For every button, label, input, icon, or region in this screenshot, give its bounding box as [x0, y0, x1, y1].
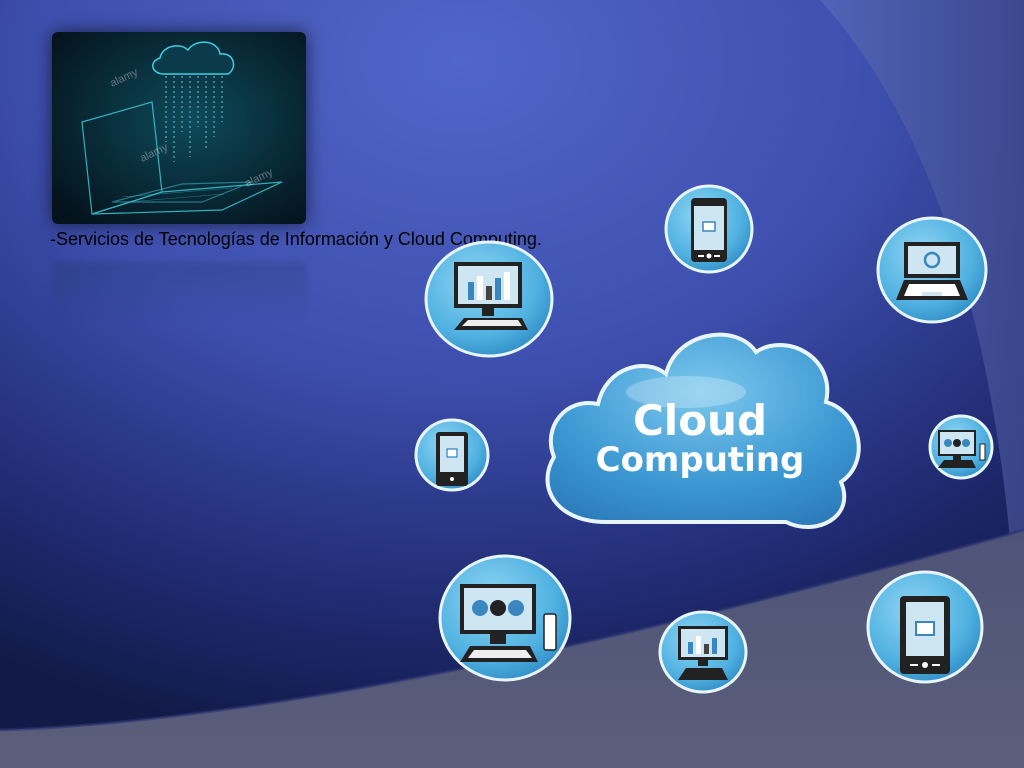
desktop-node [658, 610, 748, 694]
cloud-icon [545, 332, 861, 529]
tablet-node [664, 184, 754, 274]
cloud-title-line2: Computing [595, 440, 805, 480]
cloud-title-line1: Cloud [632, 396, 768, 445]
cloud-computing-cloud: Cloud Computing [536, 322, 864, 544]
cloud-laptop-photo: alamy alamy alamy [52, 32, 306, 224]
tablet-icon [691, 198, 727, 262]
desktop-node [424, 240, 554, 358]
desktop-pie-icon [460, 584, 557, 662]
photo-reflection [52, 262, 306, 322]
desktop-node [438, 554, 572, 682]
tablet-node [866, 570, 984, 684]
desktop-node [928, 414, 994, 480]
tablet-icon [436, 432, 468, 486]
laptop-node [876, 216, 988, 324]
desktop-chart-icon [678, 626, 728, 680]
tablet-node [414, 418, 490, 492]
desktop-chart-icon [454, 262, 528, 330]
slide-caption: -Servicios de Tecnologías de Información… [50, 229, 542, 249]
laptop-icon [896, 242, 968, 300]
tablet-icon [900, 596, 950, 674]
desktop-pie-icon [938, 430, 986, 468]
